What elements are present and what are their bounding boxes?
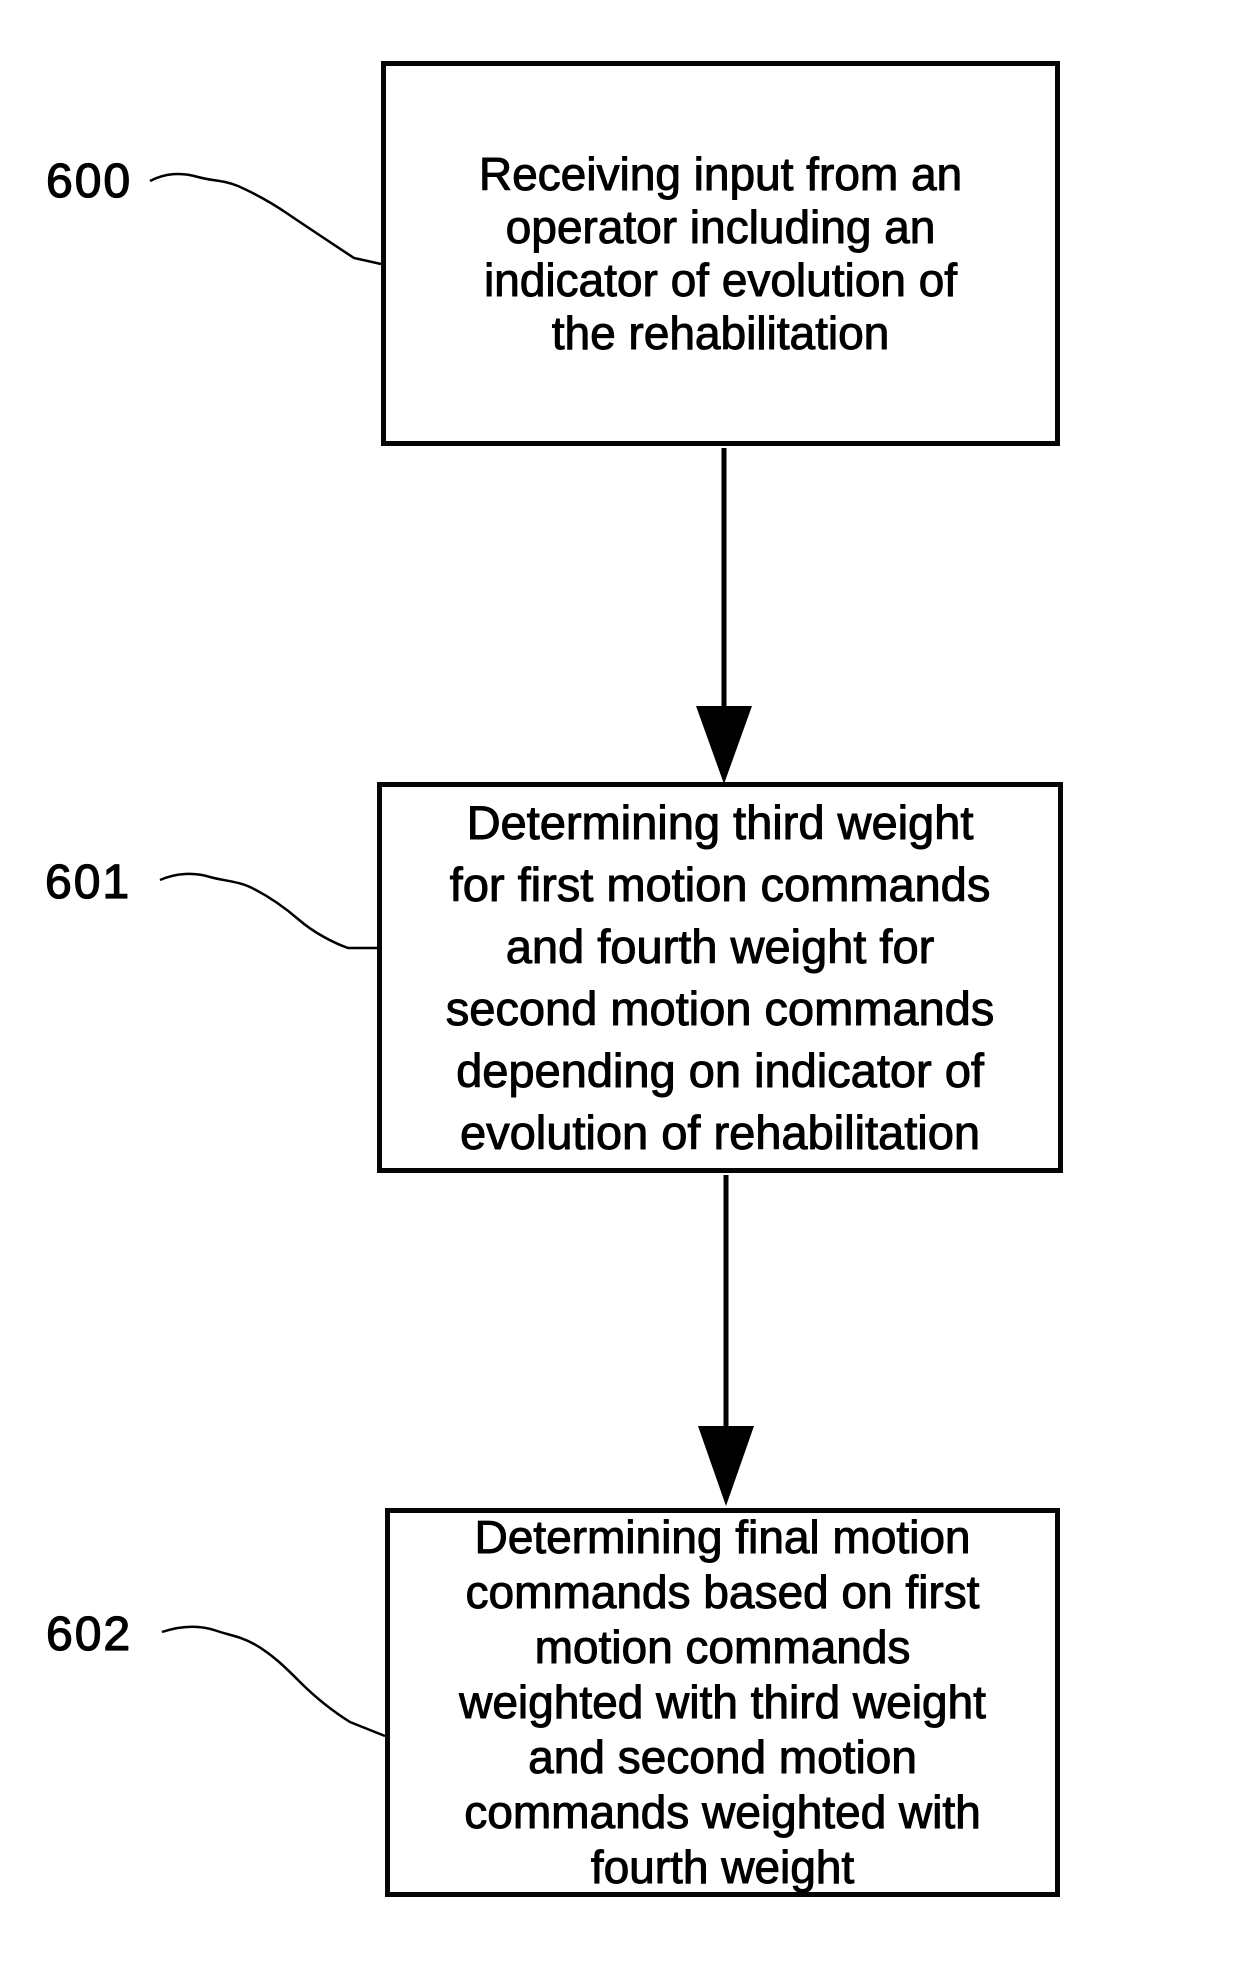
- step-box-602: Determining final motion commands based …: [385, 1508, 1060, 1897]
- step-text-line: indicator of evolution of: [483, 253, 958, 306]
- step-text-line: commands based on first: [465, 1566, 980, 1619]
- arrow-head-icon: [696, 706, 752, 784]
- step-box-601: Determining third weight for first motio…: [377, 782, 1063, 1173]
- step-text-line: fourth weight: [590, 1841, 855, 1894]
- step-text-line: the rehabilitation: [551, 306, 890, 359]
- step-text-line: and fourth weight for: [505, 919, 935, 973]
- step-text-line: for first motion commands: [449, 857, 991, 911]
- arrow-head-icon: [698, 1426, 754, 1506]
- leader-line-602: [161, 1625, 386, 1738]
- flow-arrow-601-to-602: [698, 1175, 754, 1506]
- step-text-line: and second motion: [528, 1731, 918, 1784]
- ref-label-602: 602: [45, 1608, 133, 1661]
- step-text-line: evolution of rehabilitation: [460, 1105, 981, 1159]
- step-text-line: Determining final motion: [474, 1511, 971, 1564]
- flow-arrow-600-to-601: [696, 448, 752, 784]
- ref-label-600: 600: [45, 155, 133, 208]
- step-text-line: operator including an: [505, 200, 936, 253]
- step-text-line: motion commands: [534, 1621, 911, 1674]
- ref-label-601: 601: [44, 856, 132, 909]
- step-text-line: Receiving input from an: [478, 147, 963, 200]
- leader-line-601: [159, 872, 378, 950]
- step-text-line: weighted with third weight: [459, 1676, 987, 1729]
- step-text-line: second motion commands: [445, 981, 995, 1035]
- step-text-line: Determining third weight: [466, 795, 974, 849]
- step-box-600: Receiving input from an operator includi…: [381, 61, 1060, 446]
- leader-line-600: [149, 172, 382, 266]
- step-text-line: depending on indicator of: [456, 1043, 985, 1097]
- step-text-line: commands weighted with: [464, 1786, 981, 1839]
